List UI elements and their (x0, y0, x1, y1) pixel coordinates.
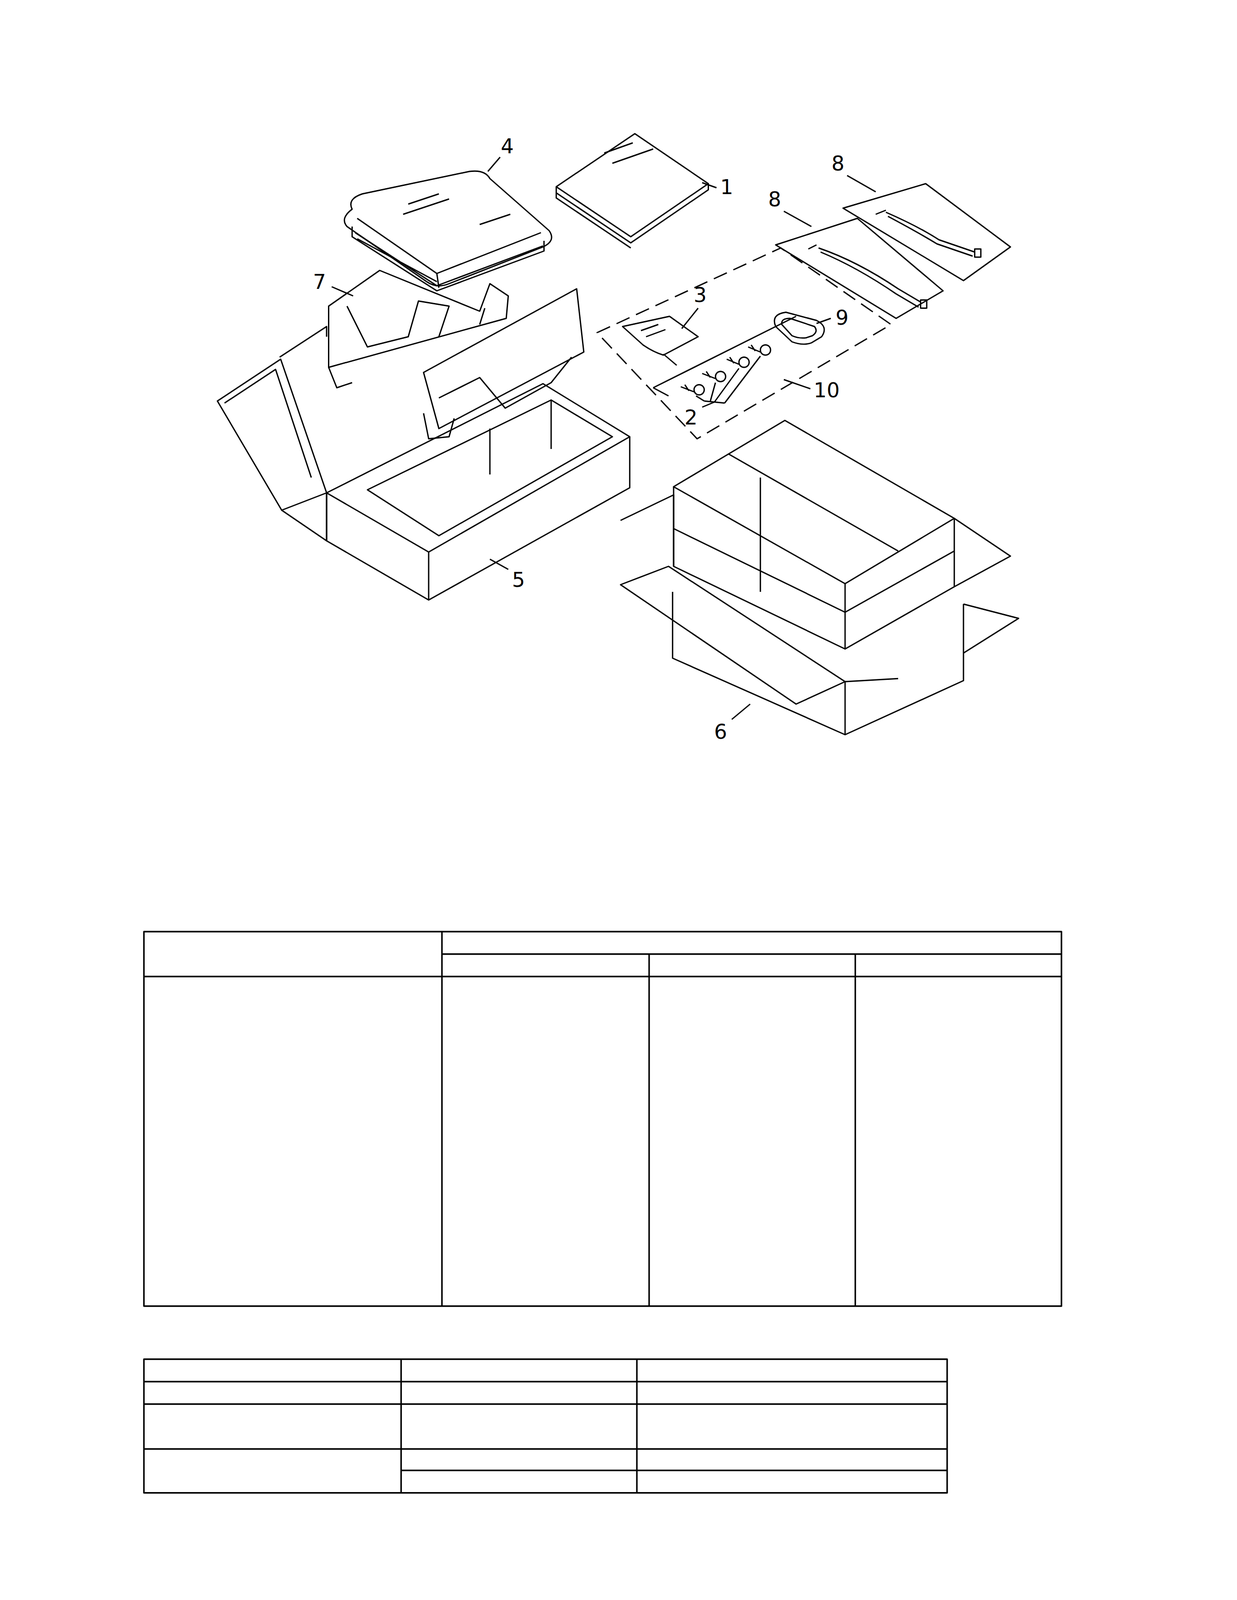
callout-number: 10 (813, 379, 840, 401)
callout-number: 1 (720, 176, 734, 197)
screws (653, 316, 797, 404)
callout-number: 2 (684, 407, 698, 428)
callout-number: 5 (512, 569, 526, 591)
empty-tables (143, 931, 1062, 1494)
tray-box (217, 326, 630, 601)
shipping-carton (620, 420, 1019, 735)
callout-number: 4 (500, 135, 514, 157)
ferrite-core (774, 312, 825, 345)
cable-bag (775, 183, 1011, 319)
callout-number: 6 (713, 721, 728, 743)
leader-lines (331, 157, 876, 720)
callout-number: 8 (831, 153, 845, 174)
accessory-group-outline (596, 248, 891, 440)
callout-number: 3 (693, 284, 707, 306)
insert-pads (328, 270, 585, 439)
callout-number: 8 (767, 188, 782, 210)
callout-number: 9 (835, 307, 849, 328)
callout-number: 7 (312, 271, 327, 293)
manual (556, 133, 709, 249)
